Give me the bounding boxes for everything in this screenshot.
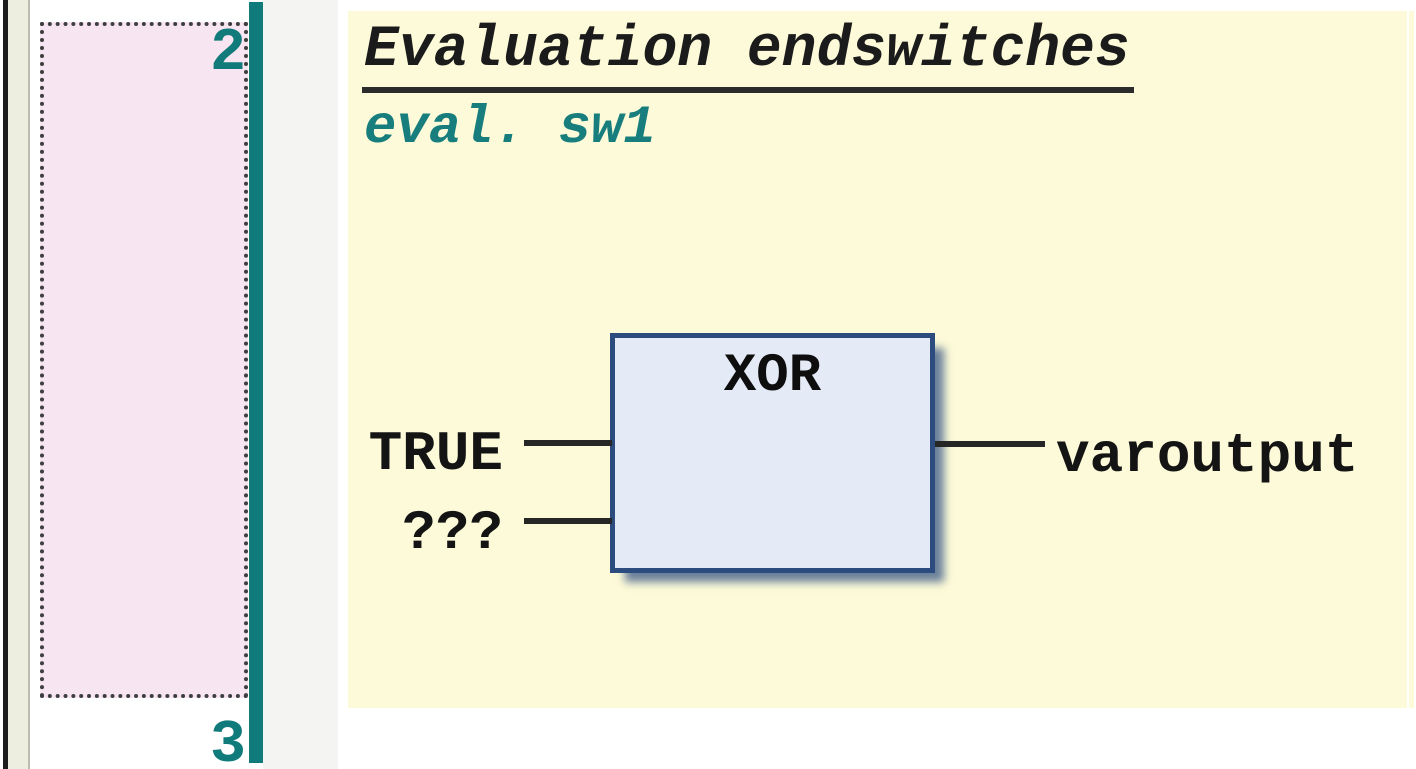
xor-block[interactable]: XOR bbox=[610, 333, 935, 573]
xor-block-operator-label: XOR bbox=[723, 346, 822, 407]
editor-left-margin bbox=[8, 0, 30, 769]
block-output-operand[interactable]: varoutput bbox=[1056, 424, 1359, 488]
canvas-right-divider bbox=[1407, 11, 1409, 708]
input-wire-2 bbox=[524, 518, 612, 524]
block-input-operand-1[interactable]: TRUE bbox=[368, 422, 503, 486]
selected-network-region[interactable] bbox=[40, 22, 248, 698]
input-wire-1 bbox=[524, 440, 612, 446]
window-edge-line bbox=[3, 0, 8, 769]
network-comment-title[interactable]: Evaluation endswitches bbox=[362, 20, 1134, 93]
gutter-strip bbox=[263, 0, 338, 769]
output-wire bbox=[935, 441, 1045, 447]
network-number-2[interactable]: 2 bbox=[209, 20, 246, 88]
network-number-3[interactable]: 3 bbox=[209, 712, 246, 769]
network-comment-label[interactable]: eval. sw1 bbox=[364, 98, 656, 159]
block-input-operand-2[interactable]: ??? bbox=[402, 501, 503, 565]
network-divider-bar bbox=[249, 2, 263, 763]
network-canvas: Evaluation endswitches eval. sw1 XOR TRU… bbox=[348, 11, 1414, 708]
